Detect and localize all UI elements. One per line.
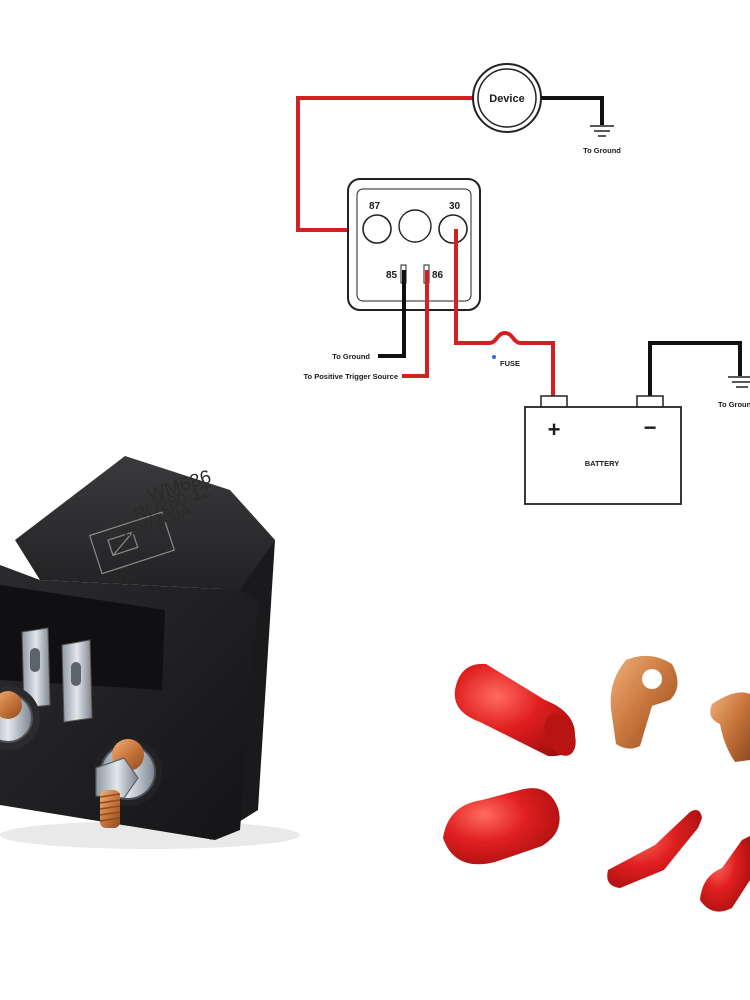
relay-top-face [15, 456, 275, 590]
relay-top-schematic [88, 511, 176, 575]
red-spade-sleeve-2 [700, 836, 750, 912]
stud-terminal-right [94, 738, 162, 828]
device-node: Device [472, 63, 542, 133]
wire-85-to-ground [378, 270, 406, 358]
spade-terminal-86 [61, 639, 93, 723]
pin-30-label: 30 [449, 201, 461, 212]
spade-terminal-85 [21, 627, 51, 709]
copper-ring-terminal [610, 655, 678, 749]
pin-87-terminal [362, 214, 392, 244]
ground-symbol-icon [590, 125, 614, 137]
relay-center-circle [398, 209, 432, 243]
pin-86-label: 86 [432, 270, 444, 281]
copper-terminal-right [710, 692, 750, 762]
relay-pins-right-text: 85 87 [112, 572, 138, 586]
battery-plus-sign: + [548, 417, 561, 442]
battery-label: BATTERY [585, 459, 620, 468]
relay-schematic: 87 30 85 86 [347, 178, 481, 311]
wire-battery-to-ground [648, 341, 742, 398]
stud-terminal-left [0, 686, 40, 750]
device-label: Device [489, 93, 524, 105]
pin-87-label: 87 [369, 201, 381, 212]
relay-pins-left-text: 30 86 [32, 555, 59, 569]
relay-photo: WM686 RL/280-12 12V/200A 30 86 85 87 [0, 456, 300, 849]
pin-30-terminal [438, 214, 468, 244]
red-insulator-boot-2 [443, 788, 560, 865]
to-ground-left-label: To Ground [332, 352, 370, 361]
red-spade-sleeve-1 [607, 810, 702, 888]
fuse-icon: FUSE [492, 355, 520, 368]
wire-30-to-battery [454, 229, 555, 398]
fuse-label: FUSE [500, 359, 520, 368]
to-positive-trigger-label: To Positive Trigger Source [304, 372, 398, 381]
ground-symbol-icon [728, 376, 750, 388]
wire-87-to-device [296, 96, 474, 232]
pin-85-label: 85 [386, 270, 398, 281]
wire-device-to-ground [541, 96, 604, 125]
wire-86-to-trigger [402, 270, 429, 378]
battery: + − BATTERY [524, 395, 682, 505]
wiring-diagram: Device To Ground 87 30 85 86 To Ground [296, 63, 750, 505]
battery-minus-sign: − [644, 415, 657, 440]
accessories [443, 655, 750, 912]
to-ground-top-label: To Ground [583, 146, 621, 155]
red-insulator-boot-1 [454, 663, 576, 757]
to-ground-right-label: To Ground [718, 400, 750, 409]
